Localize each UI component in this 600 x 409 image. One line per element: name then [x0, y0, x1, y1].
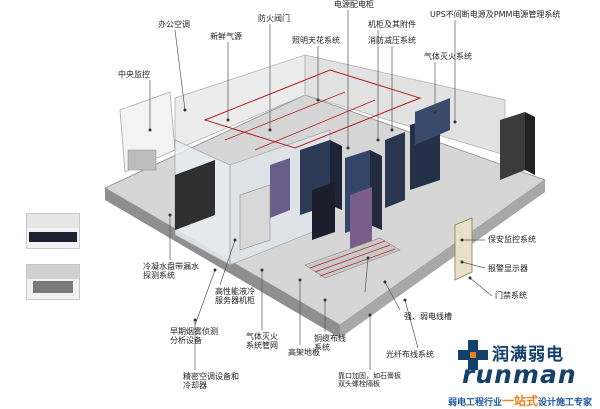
- slogan-right: 设计施工专家: [538, 398, 593, 408]
- label-access: 门禁系统: [495, 291, 527, 300]
- label-security: 保安监控系统: [488, 235, 536, 244]
- logo-english-name: runman: [462, 360, 577, 389]
- logo-chinese-name: 润满弱电: [492, 345, 564, 365]
- label-lighting: 照明天花系统: [292, 36, 340, 45]
- label-gas-fire: 气体灭火系统: [424, 52, 472, 61]
- label-office-ac: 办公空调: [158, 20, 190, 29]
- logo-slogan: 弱电工程行业一站式设计施工专家: [448, 392, 592, 409]
- label-rack-wiring: 机柜及其附件: [368, 20, 416, 29]
- label-fire-damper: 防火阀门: [258, 14, 290, 23]
- callout-dots: [148, 98, 472, 322]
- server-racks: [270, 98, 450, 252]
- slogan-highlight: 一站式: [502, 394, 539, 408]
- callout-lines: [149, 10, 493, 370]
- label-power-cabinet: 电源配电柜: [334, 0, 374, 9]
- label-water-leak: 冷凝水盘带漏水 探测系统: [143, 262, 199, 281]
- label-exhaust: 消防减压系统: [368, 36, 416, 45]
- datacenter-photo-thumbnail: [26, 213, 80, 249]
- label-weak-current: 强、弱电线槽: [404, 312, 452, 321]
- label-smoke-detect: 早期烟雾侦测 分析设备: [170, 327, 218, 346]
- label-fiber: 光纤布线系统: [386, 350, 434, 359]
- label-central-monitor: 中央监控: [118, 70, 150, 79]
- label-ups: UPS不间断电源及PMM电源管理系统: [430, 10, 561, 19]
- label-precision-ac: 精密空调设备和 冷却器: [183, 372, 239, 391]
- label-floor-support: 靠口加固，如石膏板 双头螺栓隔板: [338, 372, 401, 389]
- label-raised-floor: 高架地板: [288, 348, 320, 357]
- slogan-left: 弱电工程行业: [448, 398, 503, 408]
- label-liquid-cooling: 高性能液冷 服务器机柜: [215, 287, 255, 306]
- label-cable-tray: 铜缆布线 系统: [314, 334, 346, 353]
- cabling-photo-thumbnail: [26, 264, 80, 300]
- label-alarm-display: 报警显示器: [488, 264, 528, 273]
- label-gas-pipe: 气体灭火 系统管网: [246, 332, 278, 351]
- label-fresh-air: 新鲜气源: [210, 32, 242, 41]
